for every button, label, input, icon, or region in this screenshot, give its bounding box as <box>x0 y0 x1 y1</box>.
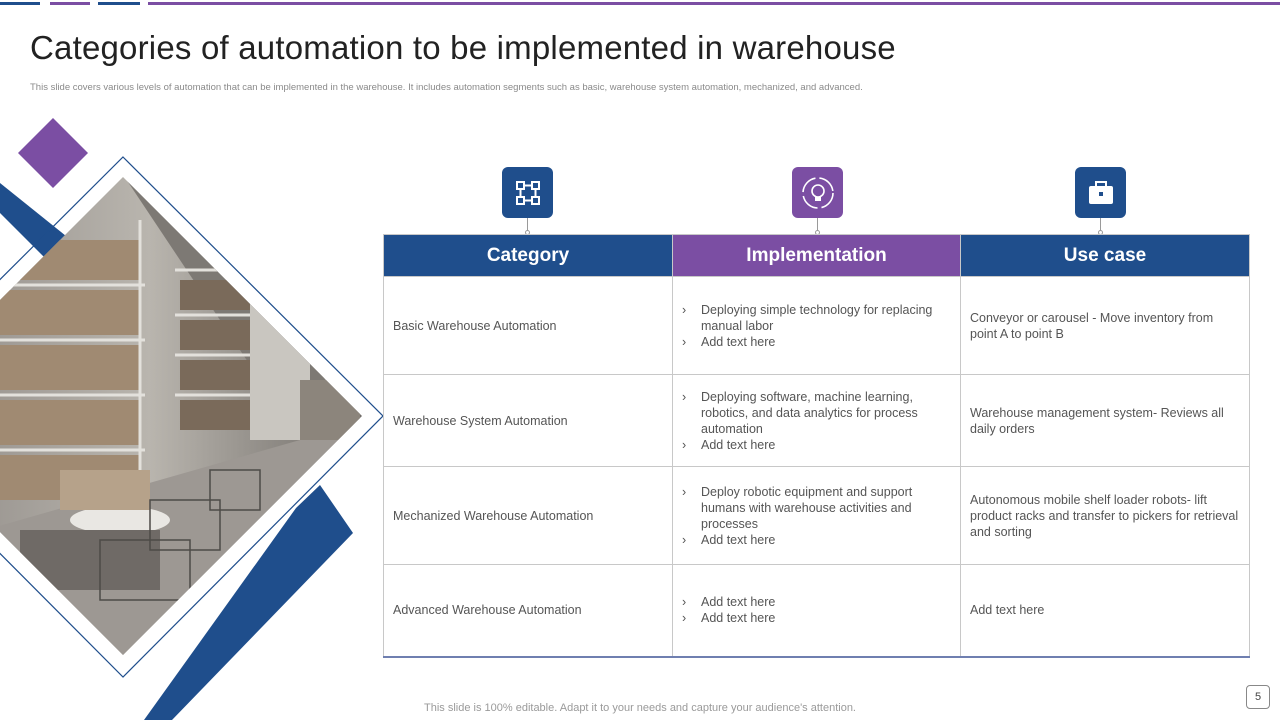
page-title: Categories of automation to be implement… <box>30 29 896 66</box>
footer-note: This slide is 100% editable. Adapt it to… <box>0 702 1280 714</box>
accent-bar <box>50 2 90 5</box>
connector-line <box>527 218 528 232</box>
bullet-item: Deploying simple technology for replacin… <box>682 302 951 334</box>
accent-bar <box>148 2 1280 5</box>
lightbulb-cycle-icon <box>792 167 843 218</box>
connector-line <box>817 218 818 232</box>
column-header-category: Category <box>383 234 673 277</box>
bullet-item: Deploy robotic equipment and support hum… <box>682 484 951 532</box>
bullet-item: Add text here <box>682 610 951 626</box>
automation-table: Category Implementation Use case Basic W… <box>383 234 1250 658</box>
network-nodes-icon <box>502 167 553 218</box>
accent-bar <box>0 2 40 5</box>
implementation-cell: Add text here Add text here <box>672 564 961 658</box>
use-case-cell: Add text here <box>960 564 1250 658</box>
use-case-cell: Conveyor or carousel - Move inventory fr… <box>960 276 1250 375</box>
category-cell: Mechanized Warehouse Automation <box>383 466 673 565</box>
bullet-item: Deploying software, machine learning, ro… <box>682 389 951 437</box>
implementation-cell: Deploying simple technology for replacin… <box>672 276 961 375</box>
warehouse-photo-graphic <box>0 110 400 720</box>
connector-line <box>1100 218 1101 232</box>
implementation-cell: Deploying software, machine learning, ro… <box>672 374 961 467</box>
category-cell: Warehouse System Automation <box>383 374 673 467</box>
bullet-item: Add text here <box>682 532 951 548</box>
category-cell: Basic Warehouse Automation <box>383 276 673 375</box>
bullet-item: Add text here <box>682 437 951 453</box>
page-subtitle: This slide covers various levels of auto… <box>30 82 863 93</box>
table-row: Mechanized Warehouse Automation Deploy r… <box>383 466 1250 565</box>
column-header-implementation: Implementation <box>672 234 961 277</box>
table-row: Basic Warehouse Automation Deploying sim… <box>383 276 1250 375</box>
bullet-item: Add text here <box>682 594 951 610</box>
bullet-item: Add text here <box>682 334 951 350</box>
use-case-cell: Warehouse management system- Reviews all… <box>960 374 1250 467</box>
briefcase-icon <box>1075 167 1126 218</box>
table-row: Advanced Warehouse Automation Add text h… <box>383 564 1250 658</box>
category-cell: Advanced Warehouse Automation <box>383 564 673 658</box>
footer-text: This slide is 100% editable. Adapt it to… <box>424 702 856 714</box>
warehouse-image <box>0 118 384 720</box>
accent-bar <box>98 2 140 5</box>
page-number: 5 <box>1246 685 1270 709</box>
column-header-use-case: Use case <box>960 234 1250 277</box>
use-case-cell: Autonomous mobile shelf loader robots- l… <box>960 466 1250 565</box>
table-row: Warehouse System Automation Deploying so… <box>383 374 1250 467</box>
implementation-cell: Deploy robotic equipment and support hum… <box>672 466 961 565</box>
table-header-row: Category Implementation Use case <box>383 234 1250 277</box>
